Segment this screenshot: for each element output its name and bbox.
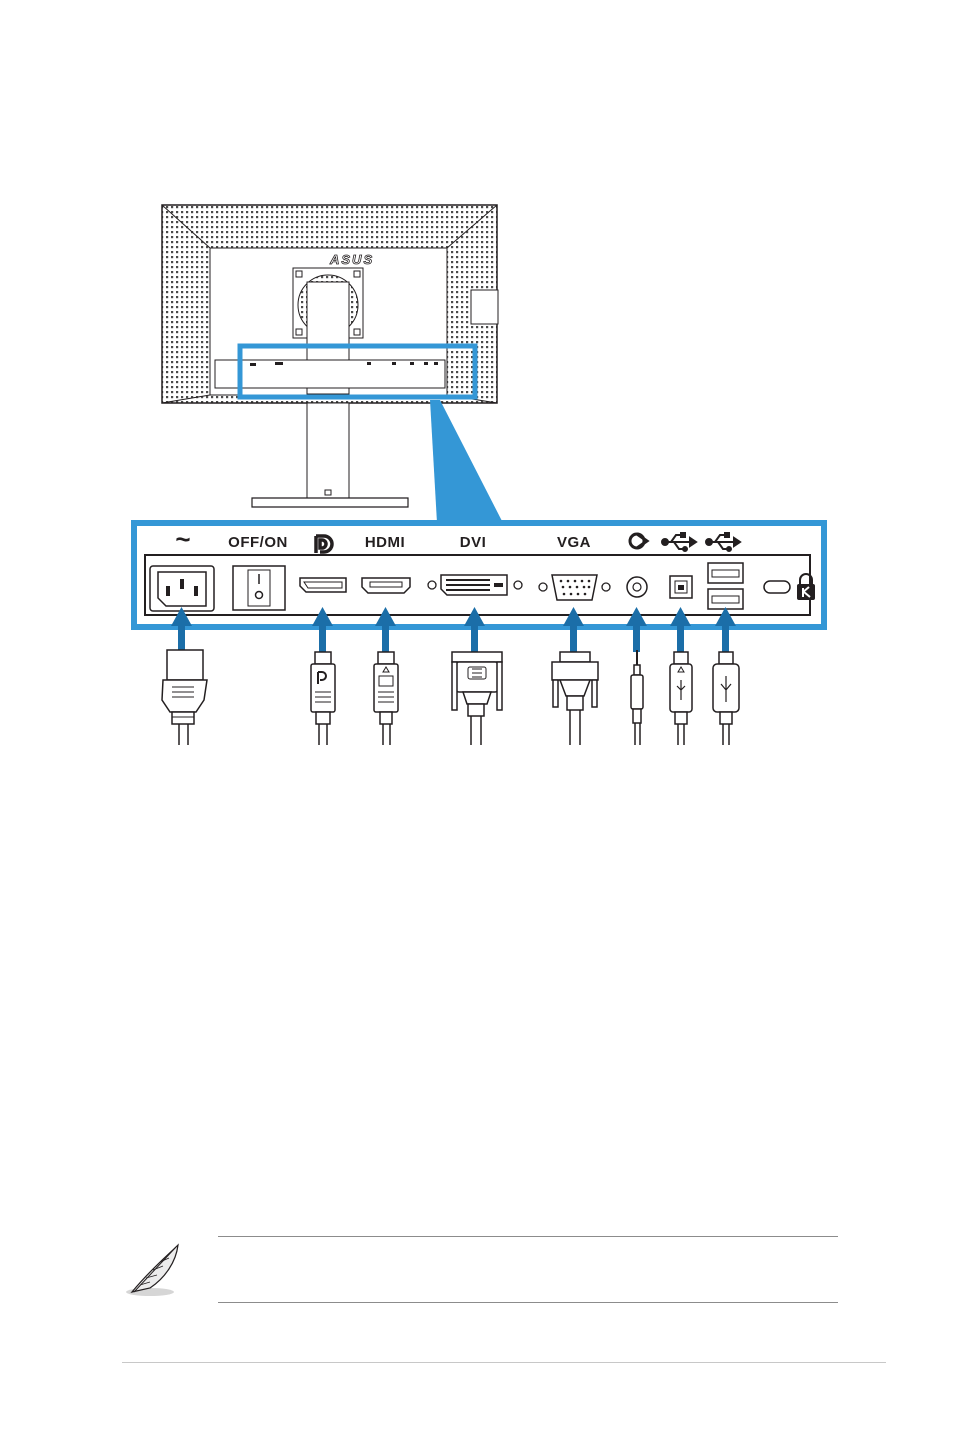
power-label: ~ <box>175 524 190 554</box>
note-bottom-rule <box>218 1302 838 1303</box>
ac-power-inlet <box>150 566 214 611</box>
vga-label: VGA <box>557 534 591 551</box>
dvi-cable <box>452 652 502 745</box>
hdmi-cable <box>374 652 398 745</box>
cables <box>162 650 739 745</box>
audio-in-port <box>627 577 647 597</box>
usb-downstream-cable <box>713 652 739 745</box>
note-top-rule <box>218 1236 838 1237</box>
kensington-lock-slot <box>764 581 790 593</box>
footer-rule <box>122 1362 886 1363</box>
usb-upstream-cable <box>670 652 692 745</box>
audio-cable <box>631 650 643 745</box>
monitor-brand-logo: ASUS <box>329 252 374 267</box>
hdmi-port <box>362 578 410 593</box>
dvi-label: DVI <box>460 534 487 551</box>
usb-upstream-port <box>670 576 692 598</box>
displayport-port <box>300 578 346 592</box>
note-block <box>120 1232 840 1307</box>
displayport-cable <box>311 652 335 745</box>
power-cable <box>162 650 207 745</box>
power-switch <box>233 566 285 610</box>
power-switch-label: OFF/ON <box>228 534 288 551</box>
vga-cable <box>552 652 598 745</box>
hdmi-label: HDMI <box>365 534 405 551</box>
